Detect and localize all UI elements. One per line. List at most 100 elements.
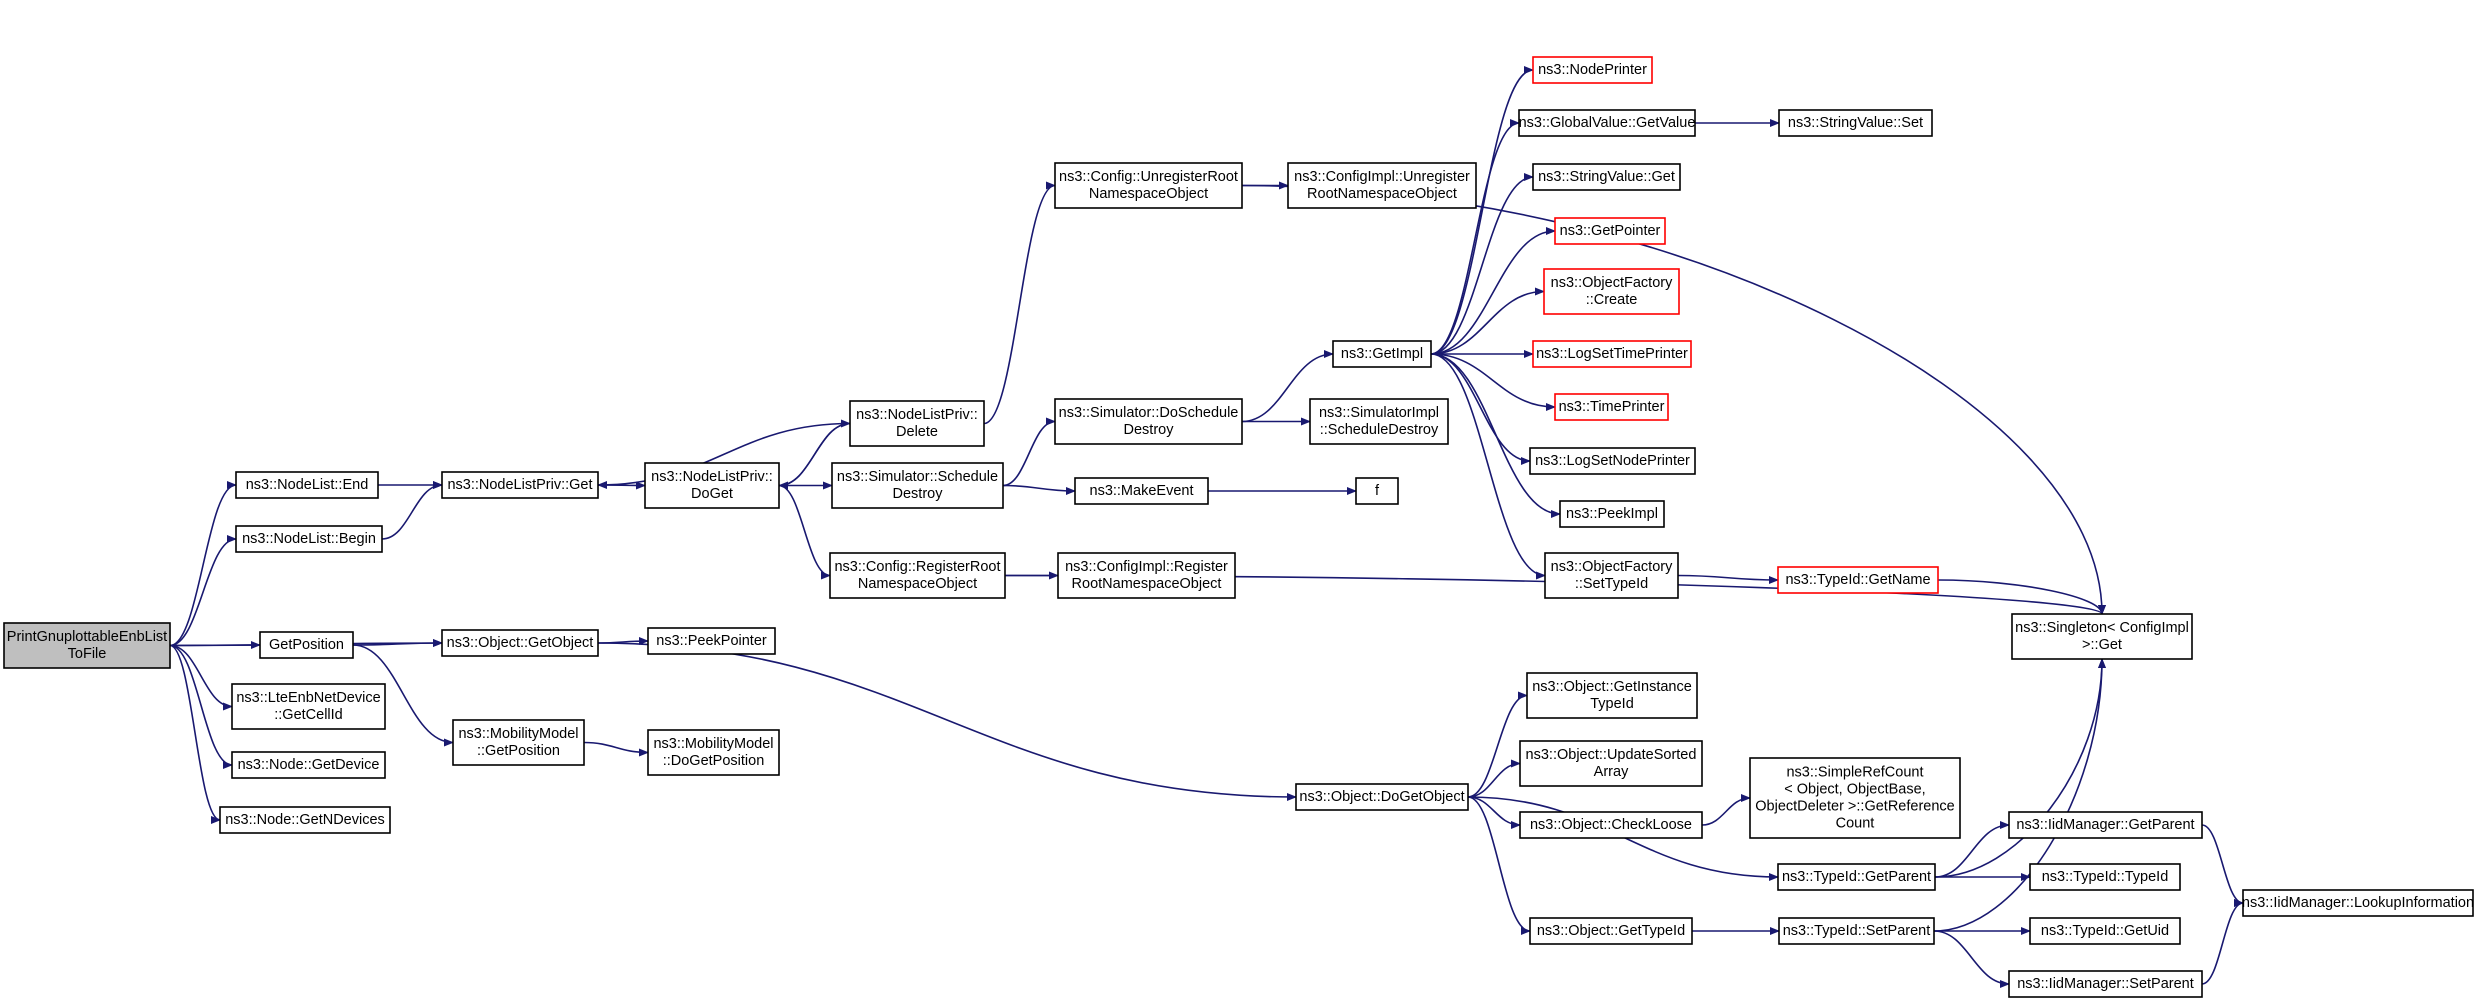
node-typeid-getuid[interactable]: ns3::TypeId::GetUid bbox=[2029, 917, 2181, 945]
node-node-getdevice[interactable]: ns3::Node::GetDevice bbox=[231, 751, 386, 779]
node-getpointer[interactable]: ns3::GetPointer bbox=[1554, 217, 1666, 245]
node-typeid-typeid[interactable]: ns3::TypeId::TypeId bbox=[2029, 863, 2181, 891]
node-typeid-getparent[interactable]: ns3::TypeId::GetParent bbox=[1777, 863, 1936, 891]
node-label: Destroy bbox=[1124, 422, 1175, 438]
node-label: ns3::NodeList::Begin bbox=[242, 531, 376, 547]
node-sim-scheduledestroy[interactable]: ns3::Simulator::ScheduleDestroy bbox=[831, 462, 1004, 509]
node-mobility-dogetposition[interactable]: ns3::MobilityModel::DoGetPosition bbox=[647, 729, 780, 776]
node-nodelistpriv-delete[interactable]: ns3::NodeListPriv::Delete bbox=[849, 400, 985, 447]
node-objectfactory-create[interactable]: ns3::ObjectFactory::Create bbox=[1543, 268, 1680, 315]
node-label: ns3::Object::DoGetObject bbox=[1299, 789, 1464, 805]
node-typeid-setparent[interactable]: ns3::TypeId::SetParent bbox=[1778, 917, 1935, 945]
node-label: ns3::GlobalValue::GetValue bbox=[1519, 115, 1696, 131]
node-label: ns3::NodeListPriv:: bbox=[856, 407, 978, 423]
node-box bbox=[849, 400, 985, 447]
node-typeid-getname[interactable]: ns3::TypeId::GetName bbox=[1777, 566, 1939, 594]
node-label: ::DoGetPosition bbox=[663, 753, 765, 769]
node-label: ns3::Singleton< ConfigImpl bbox=[2015, 620, 2189, 636]
node-object-dogetobject[interactable]: ns3::Object::DoGetObject bbox=[1295, 783, 1469, 811]
node-getimpl[interactable]: ns3::GetImpl bbox=[1332, 340, 1432, 368]
node-getposition[interactable]: GetPosition bbox=[259, 631, 354, 659]
node-objectfactory-settypeid[interactable]: ns3::ObjectFactory::SetTypeId bbox=[1544, 552, 1679, 599]
node-peekpointer[interactable]: ns3::PeekPointer bbox=[647, 627, 776, 655]
edge-root-to-nodelist-end bbox=[169, 481, 237, 647]
node-label: ::SetTypeId bbox=[1575, 576, 1648, 592]
node-logsettimeprinter[interactable]: ns3::LogSetTimePrinter bbox=[1532, 340, 1692, 368]
node-configimpl-register[interactable]: ns3::ConfigImpl::RegisterRootNamespaceOb… bbox=[1057, 552, 1236, 599]
node-box bbox=[441, 471, 599, 499]
node-nodelist-end[interactable]: ns3::NodeList::End bbox=[235, 471, 379, 499]
node-label: ns3::MobilityModel bbox=[653, 736, 773, 752]
edge-getimpl-to-stringvalue-get bbox=[1430, 173, 1534, 355]
node-label: ::Create bbox=[1586, 292, 1638, 308]
node-node-getndevices[interactable]: ns3::Node::GetNDevices bbox=[219, 806, 391, 834]
node-singleton-get[interactable]: ns3::Singleton< ConfigImpl>::Get bbox=[2011, 613, 2193, 660]
node-nodelistpriv-doget[interactable]: ns3::NodeListPriv::DoGet bbox=[644, 462, 780, 509]
node-nodeprinter[interactable]: ns3::NodePrinter bbox=[1532, 56, 1653, 84]
node-box bbox=[1778, 917, 1935, 945]
node-makeevent[interactable]: ns3::MakeEvent bbox=[1074, 477, 1209, 505]
node-label: RootNamespaceObject bbox=[1307, 186, 1457, 202]
node-label: ns3::MobilityModel bbox=[458, 726, 578, 742]
node-box bbox=[647, 627, 776, 655]
node-object-gettypeid[interactable]: ns3::Object::GetTypeId bbox=[1529, 917, 1693, 945]
node-nodelist-begin[interactable]: ns3::NodeList::Begin bbox=[235, 525, 383, 553]
node-label: ns3::MakeEvent bbox=[1090, 483, 1194, 499]
node-label: ns3::Object::GetInstance bbox=[1532, 679, 1692, 695]
edge-root-to-getposition bbox=[169, 641, 261, 650]
node-label: ns3::Config::RegisterRoot bbox=[834, 559, 1000, 575]
edge-typeid-getparent-to-singleton-get bbox=[1934, 658, 2106, 878]
node-label: ns3::NodeListPriv:: bbox=[651, 469, 773, 485]
node-simplerefcount[interactable]: ns3::SimpleRefCount< Object, ObjectBase,… bbox=[1749, 757, 1961, 839]
node-iidmanager-setparent[interactable]: ns3::IidManager::SetParent bbox=[2008, 970, 2203, 998]
node-label: Array bbox=[1594, 764, 1629, 780]
node-iidmanager-getparent[interactable]: ns3::IidManager::GetParent bbox=[2008, 811, 2203, 839]
node-f[interactable]: f bbox=[1355, 477, 1399, 505]
node-box bbox=[829, 552, 1006, 599]
node-lte-getcellid[interactable]: ns3::LteEnbNetDevice::GetCellId bbox=[231, 683, 386, 730]
edge-iidmanager-getparent-to-iidmanager-lookupinformation bbox=[2201, 824, 2244, 907]
node-globalvalue-getvalue[interactable]: ns3::GlobalValue::GetValue bbox=[1518, 109, 1696, 137]
node-stringvalue-set[interactable]: ns3::StringValue::Set bbox=[1778, 109, 1933, 137]
node-box bbox=[1777, 863, 1936, 891]
node-stringvalue-get[interactable]: ns3::StringValue::Get bbox=[1532, 163, 1681, 191]
node-nodelistpriv-get[interactable]: ns3::NodeListPriv::Get bbox=[441, 471, 599, 499]
node-label: NamespaceObject bbox=[858, 576, 977, 592]
node-label: ns3::Config::UnregisterRoot bbox=[1059, 169, 1238, 185]
edge-typeid-getparent-to-iidmanager-getparent bbox=[1934, 821, 2010, 878]
edge-sim-scheduledestroy-to-makeevent bbox=[1002, 484, 1076, 495]
node-box bbox=[219, 806, 391, 834]
edge-getimpl-to-objectfactory-settypeid bbox=[1430, 353, 1546, 580]
node-box bbox=[1332, 340, 1432, 368]
node-iidmanager-lookupinformation[interactable]: ns3::IidManager::LookupInformation bbox=[2242, 889, 2474, 917]
edge-root-to-nodelist-begin bbox=[169, 535, 237, 647]
node-label: ns3::GetPointer bbox=[1560, 223, 1661, 239]
node-object-checkloose[interactable]: ns3::Object::CheckLoose bbox=[1519, 811, 1703, 839]
node-object-getobject[interactable]: ns3::Object::GetObject bbox=[441, 629, 599, 657]
node-simimpl-scheduledestroy[interactable]: ns3::SimulatorImpl::ScheduleDestroy bbox=[1309, 398, 1449, 445]
edge-mobility-getposition-to-mobility-dogetposition bbox=[583, 741, 649, 757]
edge-getimpl-to-peekimpl bbox=[1430, 353, 1561, 518]
node-timeprinter[interactable]: ns3::TimePrinter bbox=[1554, 393, 1669, 421]
node-config-unregisterroot[interactable]: ns3::Config::UnregisterRootNamespaceObje… bbox=[1054, 162, 1243, 209]
node-configimpl-unregister[interactable]: ns3::ConfigImpl::UnregisterRootNamespace… bbox=[1287, 162, 1477, 209]
node-logsetnodeprinter[interactable]: ns3::LogSetNodePrinter bbox=[1529, 447, 1696, 475]
node-label: ns3::Node::GetNDevices bbox=[225, 812, 385, 828]
node-box bbox=[1287, 162, 1477, 209]
edge-typeid-setparent-to-iidmanager-setparent bbox=[1933, 930, 2010, 988]
edge-root-to-node-getndevices bbox=[169, 644, 221, 824]
node-box bbox=[235, 525, 383, 553]
node-label: ns3::LogSetTimePrinter bbox=[1536, 346, 1688, 362]
node-mobility-getposition[interactable]: ns3::MobilityModel::GetPosition bbox=[452, 719, 585, 766]
node-label: ns3::Object::GetTypeId bbox=[1537, 923, 1685, 939]
node-box bbox=[452, 719, 585, 766]
node-peekimpl[interactable]: ns3::PeekImpl bbox=[1559, 500, 1665, 528]
edge-nodelist-begin-to-nodelistpriv-get bbox=[381, 481, 443, 540]
node-label: ns3::ObjectFactory bbox=[1551, 275, 1673, 291]
